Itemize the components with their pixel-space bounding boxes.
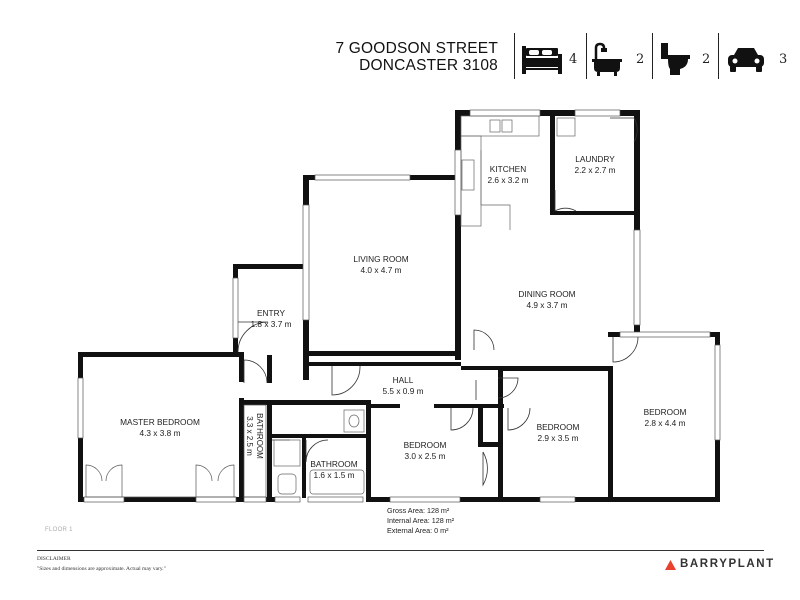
address-line-2: DONCASTER 3108 bbox=[359, 57, 498, 74]
room-bedroom-b: BEDROOM 2.9 x 3.5 m bbox=[537, 422, 580, 444]
car-icon bbox=[728, 48, 764, 72]
room-kitchen: KITCHEN 2.6 x 3.2 m bbox=[487, 164, 528, 186]
external-area: External Area: 0 m² bbox=[387, 526, 449, 535]
room-bathroom-closet: BATHROOM 3.3 x 2.5 m bbox=[244, 413, 264, 459]
room-size: 5.5 x 0.9 m bbox=[382, 386, 424, 396]
header-divider bbox=[586, 33, 587, 79]
windows bbox=[77, 109, 721, 503]
brand-logo-icon bbox=[665, 560, 676, 570]
room-size: 3.0 x 2.5 m bbox=[404, 451, 446, 461]
room-size: 1.8 x 3.7 m bbox=[250, 319, 292, 329]
room-size: 2.8 x 4.4 m bbox=[644, 418, 686, 428]
bathroom-fixtures bbox=[273, 409, 365, 495]
room-name: ENTRY bbox=[257, 308, 285, 318]
gross-area: Gross Area: 128 m² bbox=[387, 506, 450, 515]
floor-label: FLOOR 1 bbox=[45, 527, 73, 533]
room-name: LIVING ROOM bbox=[353, 254, 409, 264]
room-name: HALL bbox=[392, 375, 414, 385]
header-divider bbox=[514, 33, 515, 79]
room-hall: HALL 5.5 x 0.9 m bbox=[382, 375, 423, 397]
room-master-bedroom: MASTER BEDROOM 4.3 x 3.8 m bbox=[120, 417, 200, 439]
disclaimer-title: DISCLAIMER bbox=[37, 556, 71, 562]
bath-icon bbox=[592, 42, 622, 76]
room-size: 4.3 x 3.8 m bbox=[139, 428, 181, 438]
room-name: KITCHEN bbox=[489, 164, 527, 174]
footer-divider bbox=[37, 550, 764, 551]
header-divider bbox=[718, 33, 719, 79]
room-laundry: LAUNDRY 2.2 x 2.7 m bbox=[574, 154, 615, 176]
toilet-count: 2 bbox=[702, 52, 711, 67]
kitchen-fixtures bbox=[460, 115, 576, 230]
bath-count: 2 bbox=[636, 52, 645, 67]
room-bedroom-c: BEDROOM 2.8 x 4.4 m bbox=[644, 407, 687, 429]
room-name: BEDROOM bbox=[643, 407, 687, 417]
walls bbox=[78, 110, 720, 502]
area-summary: Gross Area: 128 m² Internal Area: 128 m²… bbox=[387, 506, 454, 536]
bed-count: 4 bbox=[569, 52, 578, 67]
room-name: DINING ROOM bbox=[518, 289, 576, 299]
room-bedroom-a: BEDROOM 3.0 x 2.5 m bbox=[404, 440, 447, 462]
room-name: LAUNDRY bbox=[575, 154, 615, 164]
room-size: 1.6 x 1.5 m bbox=[313, 470, 355, 480]
closets bbox=[243, 404, 267, 498]
room-name: BATHROOM bbox=[255, 413, 264, 459]
room-name: BEDROOM bbox=[403, 440, 447, 450]
room-size: 2.9 x 3.5 m bbox=[537, 433, 579, 443]
room-name: BATHROOM bbox=[310, 459, 358, 469]
brand-name: BARRYPLANT bbox=[680, 558, 775, 570]
disclaimer-text: "Sizes and dimensions are approximate. A… bbox=[37, 566, 166, 572]
room-size: 2.6 x 3.2 m bbox=[487, 175, 529, 185]
room-entry: ENTRY 1.8 x 3.7 m bbox=[250, 308, 291, 330]
room-size: 4.9 x 3.7 m bbox=[526, 300, 568, 310]
room-size: 2.2 x 2.7 m bbox=[574, 165, 616, 175]
room-living: LIVING ROOM 4.0 x 4.7 m bbox=[353, 254, 408, 276]
bed-icon bbox=[522, 46, 562, 74]
room-name: MASTER BEDROOM bbox=[120, 417, 200, 427]
room-size: 3.3 x 2.5 m bbox=[245, 416, 254, 456]
address-line-1: 7 GOODSON STREET bbox=[335, 40, 498, 57]
toilet-icon bbox=[661, 43, 690, 75]
header-divider bbox=[652, 33, 653, 79]
room-name: BEDROOM bbox=[536, 422, 580, 432]
room-dining: DINING ROOM 4.9 x 3.7 m bbox=[518, 289, 575, 311]
wardrobes bbox=[85, 464, 236, 498]
room-size: 4.0 x 4.7 m bbox=[360, 265, 402, 275]
brand-logo-mark bbox=[665, 560, 676, 570]
internal-area: Internal Area: 128 m² bbox=[387, 516, 455, 525]
car-count: 3 bbox=[779, 52, 788, 67]
room-bathroom: BATHROOM 1.6 x 1.5 m bbox=[310, 459, 357, 481]
